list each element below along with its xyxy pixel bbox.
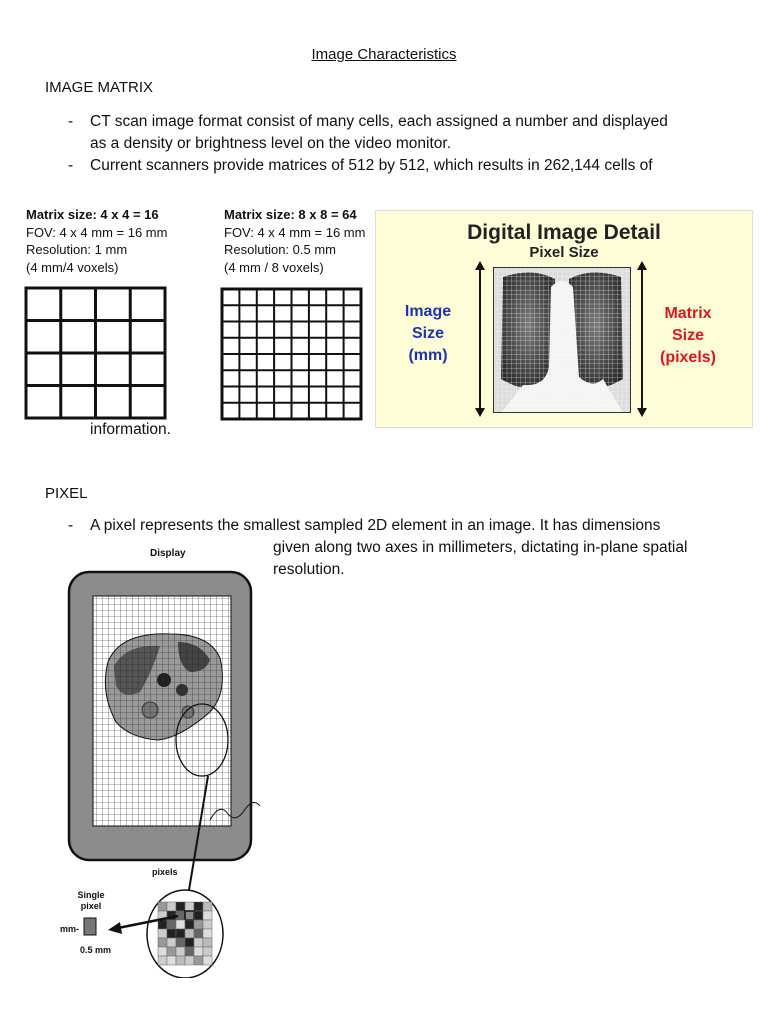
- image-size-label: Image Size (mm): [390, 301, 466, 367]
- bullet-text-line: CT scan image format consist of many cel…: [90, 111, 668, 133]
- bullet-text-line: information.: [90, 419, 171, 441]
- bullet-image-matrix-2: - Current scanners provide matrices of 5…: [68, 155, 758, 177]
- section-heading-image-matrix: IMAGE MATRIX: [45, 79, 153, 96]
- right-double-arrow-icon: [634, 261, 650, 417]
- bullet-dash: -: [68, 155, 73, 177]
- bullet-text-line: A pixel represents the smallest sampled …: [90, 515, 660, 537]
- display-pixel-figure: Display: [60, 548, 270, 978]
- display-label: Display: [150, 548, 186, 559]
- fov-label: FOV: 4 x 4 mm = 16 mm: [224, 224, 379, 242]
- bullet-text-line: as a density or brightness level on the …: [90, 133, 451, 155]
- chest-xray-grid-image: [493, 267, 631, 413]
- bullet-image-matrix-1: - CT scan image format consist of many c…: [68, 111, 758, 155]
- matrix-size-label-red: Matrix Size (pixels): [648, 303, 728, 369]
- figure-title: Digital Image Detail: [376, 221, 752, 245]
- matrix-size-label: Matrix size: 8 x 8 = 64: [224, 206, 379, 224]
- bullet-dash: -: [68, 515, 73, 537]
- single-pixel-label: Single pixel: [74, 890, 108, 912]
- left-double-arrow-icon: [472, 261, 488, 417]
- digital-image-detail-figure: Digital Image Detail Pixel Size Image Si…: [375, 210, 753, 428]
- voxels-label: (4 mm/4 voxels): [26, 259, 216, 277]
- figure-subtitle: Pixel Size: [376, 244, 752, 261]
- bullet-text-line: resolution.: [273, 559, 345, 581]
- bullet-pixel-1: - A pixel represents the smallest sample…: [68, 515, 758, 537]
- matrix-8x8-grid: [220, 287, 364, 421]
- bullet-dash: -: [68, 111, 73, 133]
- fov-label: FOV: 4 x 4 mm = 16 mm: [26, 224, 216, 242]
- matrix-4x4-grid: [24, 286, 168, 420]
- ct-display-illustration: [60, 562, 270, 978]
- matrix-size-label: Matrix size: 4 x 4 = 16: [26, 206, 216, 224]
- voxels-label: (4 mm / 8 voxels): [224, 259, 379, 277]
- resolution-label: Resolution: 0.5 mm: [224, 241, 379, 259]
- page-title: Image Characteristics: [0, 46, 768, 63]
- bullet-text-line: given along two axes in millimeters, dic…: [273, 537, 687, 559]
- pixels-label: pixels: [152, 867, 178, 877]
- pixel-size-label: 0.5 mm: [80, 945, 111, 955]
- matrix-8x8-caption: Matrix size: 8 x 8 = 64 FOV: 4 x 4 mm = …: [224, 206, 379, 276]
- bullet-text-line: Current scanners provide matrices of 512…: [90, 155, 653, 177]
- resolution-label: Resolution: 1 mm: [26, 241, 216, 259]
- mm-label: mm-: [60, 924, 79, 934]
- matrix-4x4-caption: Matrix size: 4 x 4 = 16 FOV: 4 x 4 mm = …: [26, 206, 216, 276]
- section-heading-pixel: PIXEL: [45, 485, 88, 502]
